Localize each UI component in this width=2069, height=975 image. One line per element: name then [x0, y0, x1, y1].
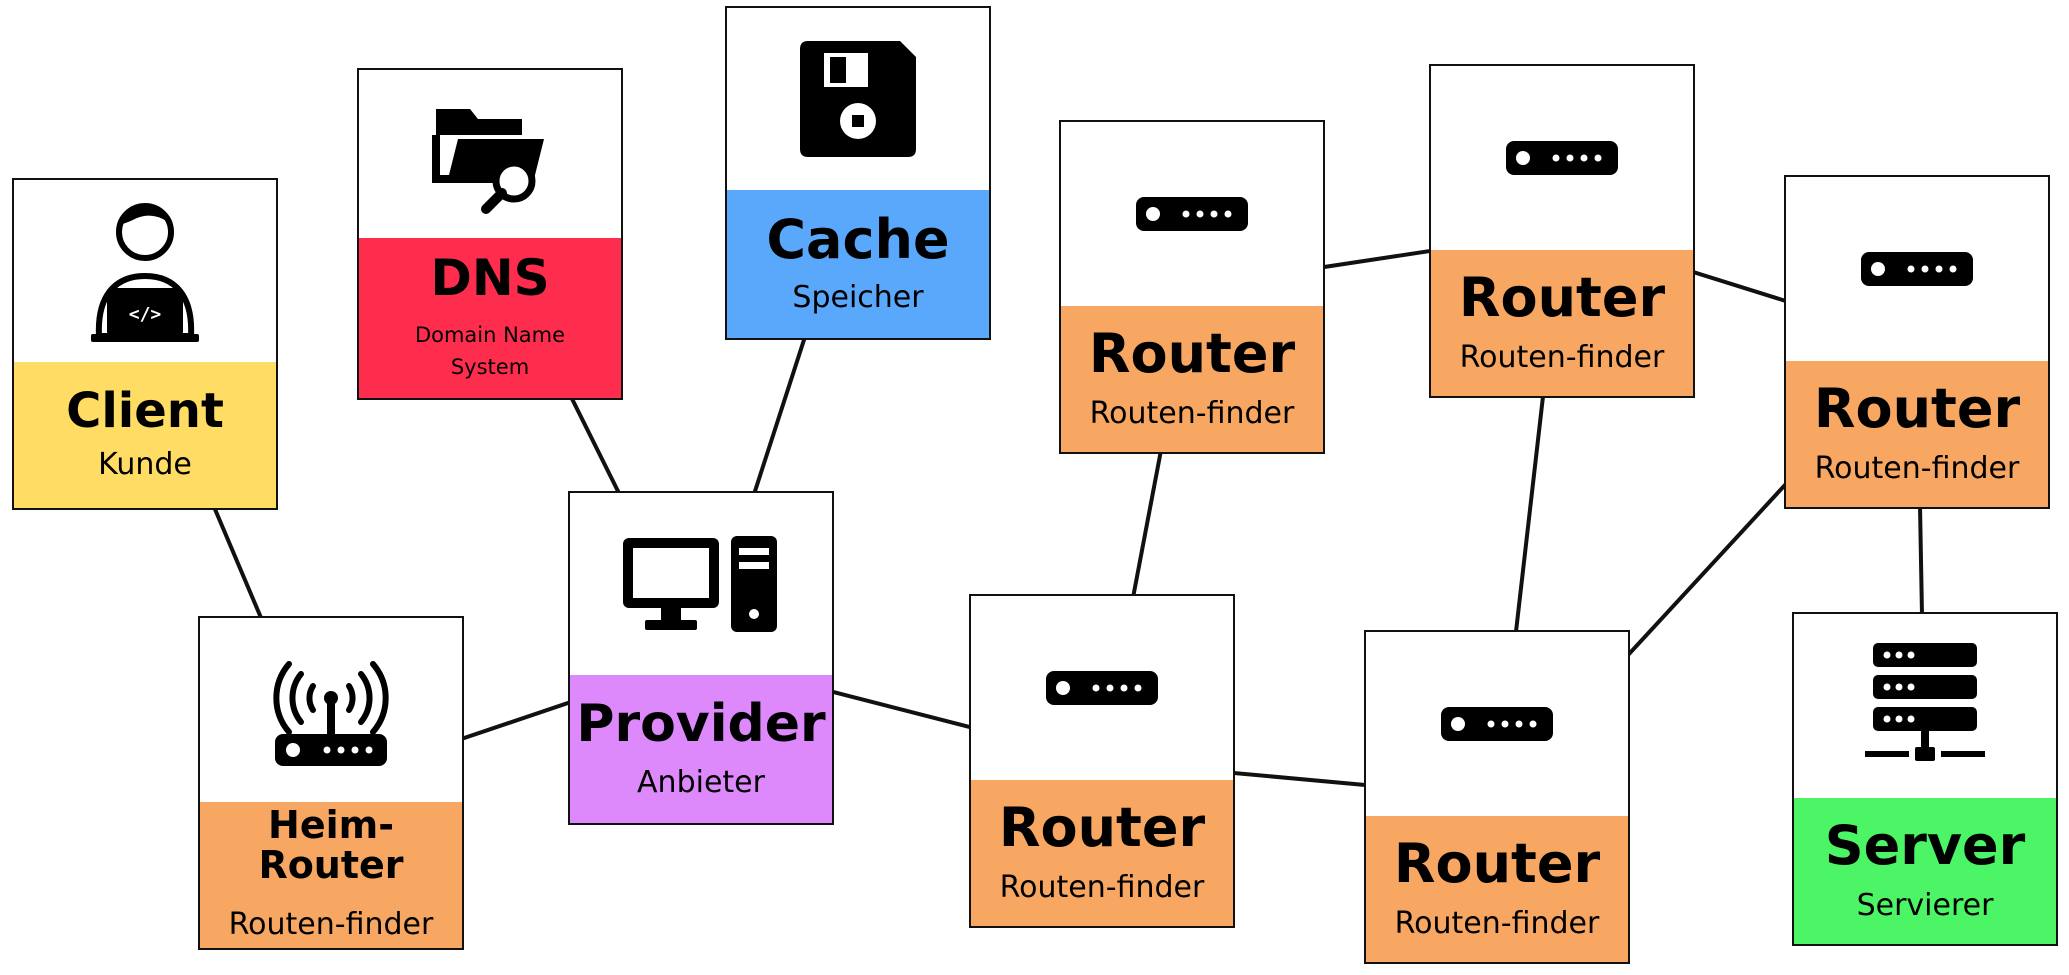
server-title: Server — [1824, 813, 2026, 877]
router-icon — [1431, 66, 1693, 250]
router-subtitle: Routen-finder — [999, 869, 1205, 905]
router-title: Router — [998, 795, 1206, 859]
provider-label: Provider Anbieter — [570, 675, 832, 823]
folder-search-icon — [359, 70, 621, 240]
desktop-computer-icon — [570, 493, 832, 675]
floppy-disk-icon — [727, 8, 989, 190]
provider-node: Provider Anbieter — [568, 491, 834, 825]
wifi-router-icon — [200, 618, 462, 802]
router-title: Router — [1088, 321, 1296, 385]
router-icon — [1061, 122, 1323, 306]
router-node-1: Router Routen-finder — [1059, 120, 1325, 454]
home-router-subtitle: Routen-finder — [228, 907, 434, 943]
client-subtitle: Kunde — [98, 447, 192, 483]
cache-node: Cache Speicher — [725, 6, 991, 340]
home-router-node: Heim-Router Routen-finder — [198, 616, 464, 950]
provider-subtitle: Anbieter — [637, 764, 765, 800]
home-router-title: Heim-Router — [258, 803, 404, 888]
router-subtitle: Routen-finder — [1814, 450, 2020, 486]
developer-laptop-icon: </> — [14, 180, 276, 362]
router-icon — [971, 596, 1233, 780]
dns-node: DNS Domain Name System — [357, 68, 623, 400]
router-node-3: Router Routen-finder — [969, 594, 1235, 928]
router-label: Router Routen-finder — [1786, 361, 2048, 507]
router-label: Router Routen-finder — [1366, 816, 1628, 962]
dns-title: DNS — [430, 249, 550, 308]
router-title: Router — [1393, 831, 1601, 895]
cache-label: Cache Speicher — [727, 190, 989, 338]
server-subtitle: Servierer — [1856, 887, 1994, 923]
cache-subtitle: Speicher — [792, 279, 924, 315]
dns-subtitle: Domain Name System — [414, 322, 566, 380]
client-node: </> Client Kunde — [12, 178, 278, 510]
server-rack-icon — [1794, 614, 2056, 798]
router-icon — [1786, 177, 2048, 361]
dns-label: DNS Domain Name System — [359, 238, 621, 398]
router-label: Router Routen-finder — [1061, 306, 1323, 452]
home-router-label: Heim-Router Routen-finder — [200, 802, 462, 948]
router-subtitle: Routen-finder — [1089, 395, 1295, 431]
router-subtitle: Routen-finder — [1459, 339, 1665, 375]
router-node-5: Router Routen-finder — [1784, 175, 2050, 509]
router-node-2: Router Routen-finder — [1429, 64, 1695, 398]
provider-title: Provider — [576, 693, 826, 754]
router-title: Router — [1813, 376, 2021, 440]
server-node: Server Servierer — [1792, 612, 2058, 946]
router-icon — [1366, 632, 1628, 816]
router-subtitle: Routen-finder — [1394, 905, 1600, 941]
router-title: Router — [1458, 265, 1666, 329]
router-label: Router Routen-finder — [971, 780, 1233, 926]
router-label: Router Routen-finder — [1431, 250, 1693, 396]
router-node-4: Router Routen-finder — [1364, 630, 1630, 964]
client-label: Client Kunde — [14, 362, 276, 508]
server-label: Server Servierer — [1794, 798, 2056, 944]
client-title: Client — [66, 383, 224, 440]
cache-title: Cache — [766, 207, 950, 271]
svg-text:</>: </> — [129, 304, 162, 325]
